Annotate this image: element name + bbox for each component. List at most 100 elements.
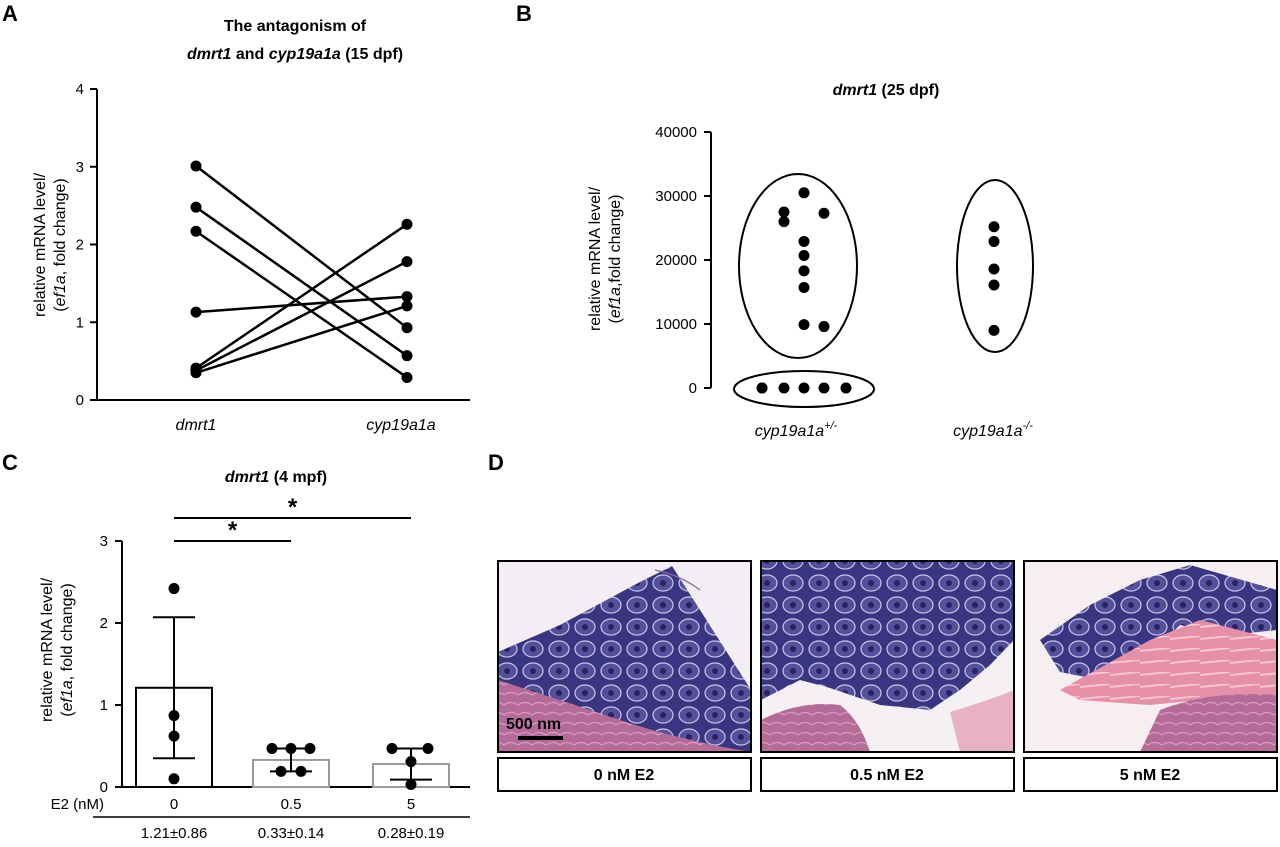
panel-a-ylabel-open: ( <box>52 306 69 312</box>
histology-frame-5nm <box>1023 560 1278 753</box>
panel-b-title: dmrt1 (25 dpf) <box>833 82 940 99</box>
histology-frame-0nm <box>497 560 752 753</box>
panel-c-point <box>168 730 180 742</box>
panel-b-point-het <box>798 235 810 247</box>
panel-c-title-gene: dmrt1 <box>225 469 270 486</box>
panel-a-point-cyp19a1a <box>401 218 413 230</box>
panel-a-xtick-dmrt1: dmrt1 <box>176 417 217 434</box>
panel-c-stat-label: 0.33±0.14 <box>258 825 325 842</box>
panel-a-chart: The antagonism of dmrt1 and cyp19a1a (15… <box>32 18 470 434</box>
panel-b-point-het <box>756 382 768 394</box>
histology-muscle-05nm <box>761 704 870 752</box>
panel-c-title: dmrt1 (4 mpf) <box>225 469 327 486</box>
panel-c-stat-label: 0.28±0.19 <box>378 825 445 842</box>
panel-c-xlabel: E2 (nM) <box>51 796 104 813</box>
panel-letter-a: A <box>2 1 18 26</box>
panel-c-ylabel-rest: , fold change) <box>59 583 76 680</box>
panel-b-point-het <box>778 216 790 228</box>
panel-a-pair-line <box>195 206 408 357</box>
panel-b-point-het <box>778 382 790 394</box>
panel-c-point <box>168 583 180 595</box>
panel-b-point-ko <box>988 235 1000 247</box>
panel-b-ytick-label: 10000 <box>655 316 697 333</box>
panel-c-ylabel-open: ( <box>59 711 76 717</box>
panel-c-point <box>168 773 180 785</box>
panel-a-title-and: and <box>231 46 268 63</box>
panel-a-ytick-label: 3 <box>76 159 84 176</box>
panel-b-point-het <box>798 265 810 277</box>
panel-b-ytick-label: 20000 <box>655 252 697 269</box>
panel-c-point <box>386 742 398 754</box>
histology-muscle-0nm <box>498 680 751 752</box>
panel-c-point <box>285 742 297 754</box>
panel-c-point <box>266 742 278 754</box>
panel-c-point <box>405 779 417 791</box>
panel-a-ytick-label: 2 <box>76 237 84 254</box>
histology-frame-05nm <box>760 560 1015 753</box>
histology-label-5nm: 5 nM E2 <box>1120 767 1181 784</box>
panel-a-pair-line <box>195 260 408 372</box>
panel-b-cluster-ellipse-zero <box>733 370 875 408</box>
panel-c-xtick-label: 0 <box>170 796 178 813</box>
panel-b-point-ko <box>988 279 1000 291</box>
histology-muscle-5nm <box>1140 694 1277 752</box>
panel-b-point-het <box>818 382 830 394</box>
panel-b-ytick-label: 0 <box>689 380 697 397</box>
panel-a-ylabel-gene: ef1a <box>52 275 69 306</box>
panel-b-xtick-het-base: cyp19a1a <box>755 423 824 440</box>
panel-b-ytick-label: 30000 <box>655 188 697 205</box>
panel-b-point-het <box>778 206 790 218</box>
panel-b-chart: dmrt1 (25 dpf) relative mRNA level/ (ef1… <box>587 82 1034 440</box>
panel-c-ytick-label: 2 <box>100 615 108 632</box>
panel-a-title-line1: The antagonism of <box>224 18 367 35</box>
panel-a-ytick-label: 0 <box>76 392 84 409</box>
panel-c-ylabel-gene: ef1a <box>59 680 76 711</box>
histology-fibers-05nm <box>950 690 1014 752</box>
panel-b-point-het <box>798 382 810 394</box>
panel-a-pair-line <box>195 304 408 374</box>
panel-c-point <box>405 756 417 768</box>
panel-b-ytick-label: 40000 <box>655 124 697 141</box>
panel-c-ylabel: relative mRNA level/ (ef1a, fold change) <box>39 577 76 722</box>
panel-b-ylabel-open: ( <box>607 317 624 323</box>
panel-b-xtick-ko-sup: -/- <box>1023 420 1034 432</box>
panel-b-title-suffix: (25 dpf) <box>877 82 939 99</box>
panel-c-sig-star: * <box>228 517 238 544</box>
panel-a-point-cyp19a1a <box>401 350 413 362</box>
panel-c-xtick-label: 0.5 <box>281 796 302 813</box>
panel-b-point-het <box>798 250 810 262</box>
histology-image-0nm: 500 nm <box>497 560 752 753</box>
histology-label-05nm: 0.5 nM E2 <box>850 767 924 784</box>
panel-a-ylabel-line1: relative mRNA level/ <box>32 172 49 317</box>
panel-a-title-line2: dmrt1 and cyp19a1a (15 dpf) <box>187 46 403 63</box>
histology-image-05nm <box>760 560 1015 753</box>
panel-a-pair-line <box>195 164 408 329</box>
panel-c-ylabel-line1: relative mRNA level/ <box>39 577 56 722</box>
panel-b-cluster-ellipse-ko <box>956 179 1034 353</box>
panel-a-pair-line <box>195 223 408 370</box>
histology-label-box-05nm <box>760 757 1015 792</box>
panel-a-point-cyp19a1a <box>401 371 413 383</box>
panel-a-ytick-label: 1 <box>76 314 84 331</box>
histology-fibers-5nm <box>1060 620 1277 705</box>
panel-a-point-dmrt1 <box>190 160 202 172</box>
panel-a-point-cyp19a1a <box>401 300 413 312</box>
panel-b-xtick-het: cyp19a1a+/- <box>755 420 838 440</box>
panel-a-point-dmrt1 <box>190 367 202 379</box>
panel-b-point-ko <box>988 324 1000 336</box>
panel-c-title-suffix: (4 mpf) <box>269 469 327 486</box>
panel-b-xtick-het-sup: +/- <box>824 420 837 432</box>
panel-c-ylabel-line2: (ef1a, fold change) <box>59 583 76 716</box>
panel-a-point-dmrt1 <box>190 201 202 213</box>
histology-strand-0nm <box>654 569 701 591</box>
panel-b-point-het <box>840 382 852 394</box>
panel-c-point <box>304 742 316 754</box>
panel-b-point-het <box>798 319 810 331</box>
panel-letter-d: D <box>488 450 504 475</box>
panel-c-point <box>422 742 434 754</box>
scale-bar-label: 500 nm <box>506 716 561 733</box>
panel-b-point-het <box>818 207 830 219</box>
panel-a-title-gene2: cyp19a1a <box>269 46 341 63</box>
panel-a-point-cyp19a1a <box>401 322 413 334</box>
